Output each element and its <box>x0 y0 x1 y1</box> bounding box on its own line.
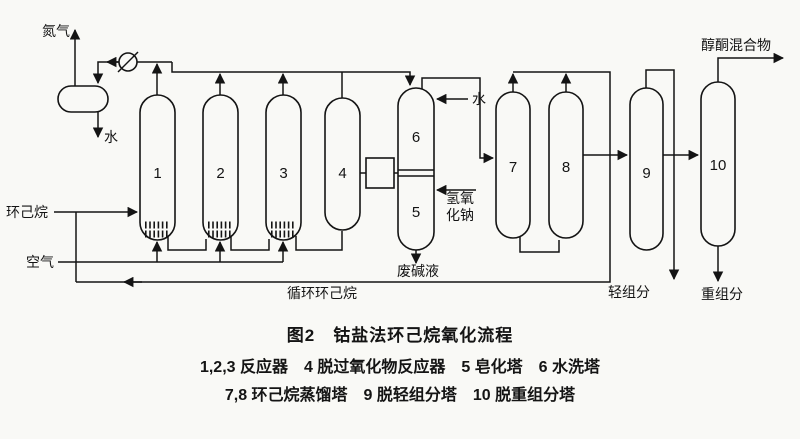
vessel-number-9: 9 <box>642 165 650 182</box>
heavy-fraction-label: 重组分 <box>701 286 743 302</box>
naoh-label-line1: 氢氧 <box>446 190 474 206</box>
light-fraction-pipe <box>645 69 680 281</box>
transfer-6-to-7-pipe <box>421 77 495 164</box>
reactor-2-vessel <box>202 94 239 241</box>
vessel-number-1: 1 <box>153 165 161 182</box>
reactor-1-vessel <box>139 94 176 241</box>
saponification-wash-tower-vessel <box>397 87 435 251</box>
distillation-column-8-vessel <box>548 91 584 239</box>
stream-labels: 氮气 水 环己烷 空气 水 氢氧 化钠 废碱液 循环环己烷 轻组分 重组分 醇酮… <box>6 23 771 302</box>
light-fraction-label: 轻组分 <box>608 284 650 300</box>
distillation-column-7-vessel <box>495 91 531 239</box>
recycle-cyclohexane-label: 循环环己烷 <box>287 285 357 301</box>
water-left-label: 水 <box>104 129 118 145</box>
heavy-ends-column-10-vessel <box>700 81 736 247</box>
figure-legend-line2: 7,8 环己烷蒸馏塔 9 脱轻组分塔 10 脱重组分塔 <box>224 387 576 404</box>
product-outlet-pipe <box>717 52 785 82</box>
pump-box <box>365 157 395 189</box>
naoh-label-line2: 化钠 <box>446 207 474 223</box>
figure-caption: 图2 钴盐法环己烷氧化流程 <box>286 326 514 345</box>
reactor-3-vessel <box>265 94 302 241</box>
offgas-header-to-drum-pipe <box>92 61 172 85</box>
air-label: 空气 <box>26 254 54 270</box>
vessel-number-10: 10 <box>710 157 727 174</box>
vessel-number-5: 5 <box>412 204 420 221</box>
vessel-number-3: 3 <box>279 165 287 182</box>
vessel-number-8: 8 <box>562 159 570 176</box>
pipes <box>54 28 785 288</box>
cyclohexane-label: 环己烷 <box>6 204 48 220</box>
vessel-number-6: 6 <box>412 129 420 146</box>
gas-separator-drum <box>57 85 109 113</box>
product-label: 醇酮混合物 <box>701 37 771 53</box>
deperoxidation-reactor-vessel <box>324 97 361 231</box>
vessel-number-4: 4 <box>338 165 346 182</box>
transfer-7-to-8-pipe <box>519 236 560 253</box>
light-ends-column-9-vessel <box>629 87 664 251</box>
transfer-1-to-2-pipe <box>167 236 207 251</box>
vessel-number-7: 7 <box>509 159 517 176</box>
water-right-label: 水 <box>472 91 486 107</box>
equipment <box>57 51 736 251</box>
figure-legend-line1: 1,2,3 反应器 4 脱过氧化物反应器 5 皂化塔 6 水洗塔 <box>199 359 601 376</box>
cooler-diagonal-line <box>117 51 139 73</box>
process-flow-diagram: 1 2 3 4 6 5 7 8 9 10 氮气 水 环己烷 空气 水 氢氧 化钠… <box>6 23 785 302</box>
vessel-numbers: 1 2 3 4 6 5 7 8 9 10 <box>153 129 726 221</box>
offgas-header-pipe <box>171 62 416 87</box>
transfer-3-to-4-pipe <box>295 231 343 251</box>
recycle-cyclohexane-pipe <box>76 71 611 283</box>
transfer-2-to-3-pipe <box>230 236 270 251</box>
vessel-number-2: 2 <box>216 165 224 182</box>
waste-alkali-label: 废碱液 <box>397 263 439 279</box>
nitrogen-label: 氮气 <box>42 23 70 39</box>
